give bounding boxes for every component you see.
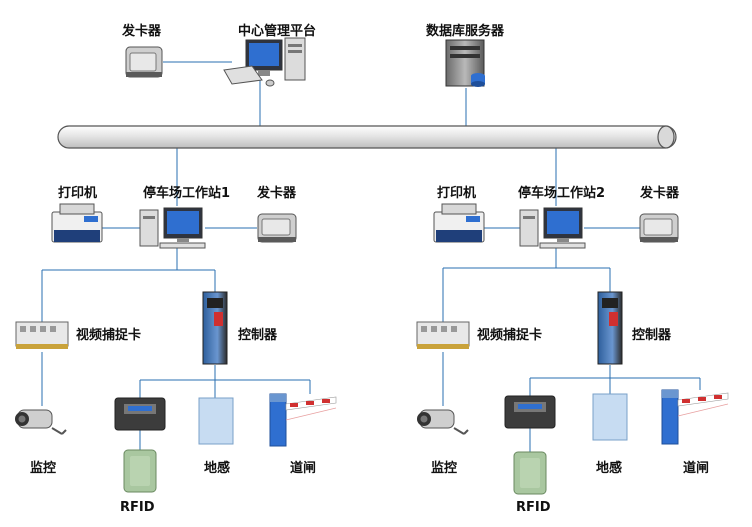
video-capture-card-2 (416, 321, 470, 349)
label-central-platform: 中心管理平台 (238, 24, 317, 39)
workstation-2 (519, 207, 586, 249)
rfid-antenna-1 (123, 449, 157, 493)
database-server (445, 39, 485, 87)
card-reader-1 (257, 213, 297, 243)
label-monitor-1: 监控 (30, 461, 57, 476)
label-card-reader-1: 发卡器 (257, 186, 297, 201)
barrier-gate-1 (269, 393, 337, 447)
rfid-reader-box-1 (114, 397, 166, 431)
card-reader-2 (639, 213, 679, 243)
label-controller-2: 控制器 (632, 328, 672, 343)
camera-1 (15, 409, 67, 435)
printer-2 (433, 203, 485, 243)
printer-1 (51, 203, 103, 243)
label-workstation-2: 停车场工作站2 (518, 186, 606, 201)
label-db-server: 数据库服务器 (426, 24, 505, 39)
label-monitor-2: 监控 (431, 461, 458, 476)
label-rfid-1: RFID (120, 500, 155, 515)
barrier-gate-2 (661, 389, 729, 445)
video-capture-card-1 (15, 321, 69, 349)
label-video-card-1: 视频捕捉卡 (76, 328, 142, 343)
label-video-card-2: 视频捕捉卡 (477, 328, 543, 343)
label-printer-1: 打印机 (58, 186, 98, 201)
rfid-antenna-2 (513, 451, 547, 495)
workstation-1 (139, 207, 206, 249)
label-barrier-gate-2: 道闸 (683, 461, 710, 476)
ground-sensor-2 (592, 393, 628, 441)
rfid-reader-box-2 (504, 395, 556, 429)
controller-1 (202, 291, 228, 365)
camera-2 (417, 409, 469, 435)
controller-2 (597, 291, 623, 365)
connection-lines (41, 61, 701, 452)
card-reader-top (125, 46, 163, 78)
ground-sensor-1 (198, 397, 234, 445)
label-ground-sensor-2: 地感 (596, 461, 623, 476)
network-bus (57, 125, 677, 149)
label-workstation-1: 停车场工作站1 (143, 186, 231, 201)
label-card-reader-top: 发卡器 (122, 24, 162, 39)
label-controller-1: 控制器 (238, 328, 278, 343)
label-rfid-2: RFID (516, 500, 551, 515)
central-platform-computer (223, 37, 306, 87)
label-printer-2: 打印机 (437, 186, 477, 201)
label-barrier-gate-1: 道闸 (290, 461, 317, 476)
label-card-reader-2: 发卡器 (640, 186, 680, 201)
label-ground-sensor-1: 地感 (204, 461, 231, 476)
